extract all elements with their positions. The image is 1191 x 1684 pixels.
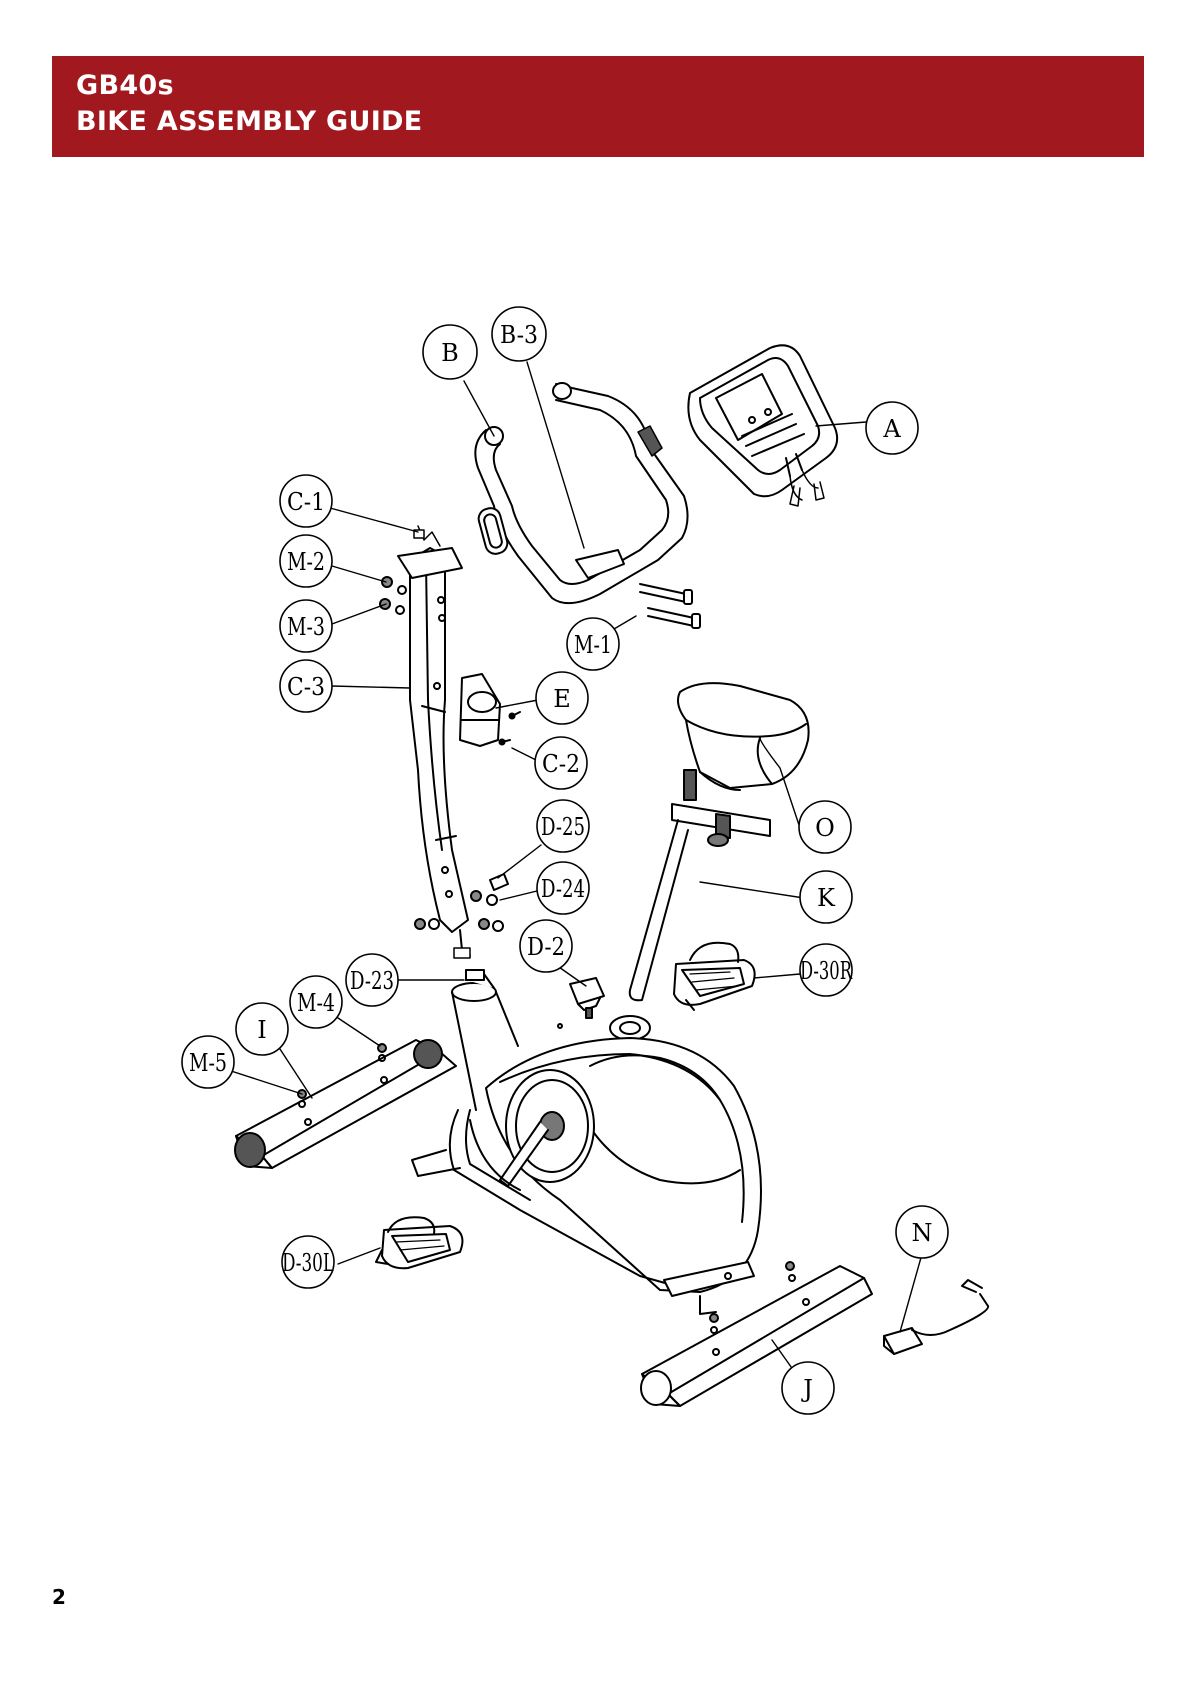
callout-b: B [441, 339, 459, 367]
callout-d-25: D-25 [541, 813, 585, 841]
callout-m-4: M-4 [297, 989, 335, 1017]
nuts-washers-m2-m3 [380, 577, 406, 614]
pedal-right-part [674, 943, 755, 1010]
callout-d-23: D-23 [350, 967, 394, 995]
power-adapter-part [884, 1280, 988, 1354]
callout-d-24: D-24 [541, 875, 585, 903]
bottle-holder-part [460, 674, 520, 746]
callout-d-30r: D-30R [800, 957, 853, 985]
upright-mast-part [398, 526, 470, 958]
tension-knob-part [570, 978, 604, 1018]
callout-e: E [553, 685, 571, 713]
callout-n: N [912, 1219, 933, 1247]
console-part [688, 345, 837, 506]
callout-d-30l: D-30L [282, 1249, 334, 1277]
seat-part [678, 683, 809, 790]
handlebar-part [475, 383, 687, 603]
callout-i: I [257, 1016, 266, 1044]
callout-d-2: D-2 [527, 933, 565, 961]
page-number: 2 [52, 1585, 66, 1609]
callout-m-3: M-3 [287, 613, 325, 641]
front-stabiliser-part [235, 1040, 456, 1168]
callout-o: O [815, 814, 835, 842]
callout-b-3: B-3 [500, 321, 538, 349]
main-frame-part [412, 970, 795, 1333]
callout-k: K [817, 884, 836, 912]
callout-c-2: C-2 [542, 750, 580, 778]
callout-circles [182, 307, 948, 1414]
callout-m-2: M-2 [287, 548, 325, 576]
callout-m-1: M-1 [574, 631, 612, 659]
pedal-left-part [376, 1217, 462, 1268]
callout-m-5: M-5 [189, 1049, 227, 1077]
callout-a: A [882, 415, 901, 443]
callout-c-1: C-1 [287, 488, 325, 516]
callout-c-3: C-3 [287, 673, 325, 701]
bolts-m1 [640, 584, 700, 628]
